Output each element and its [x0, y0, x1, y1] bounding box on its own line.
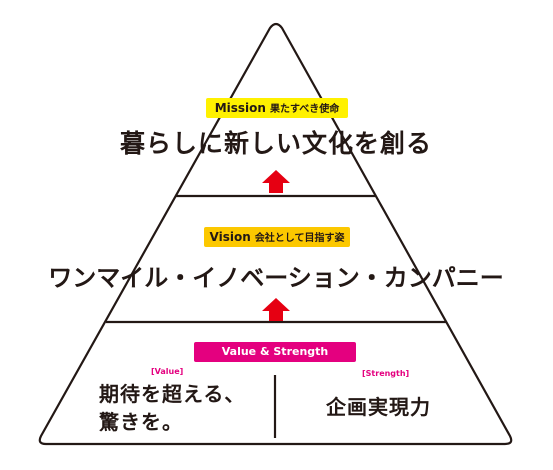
vision-statement: ワンマイル・イノベーション・カンパニー	[48, 264, 504, 292]
vision-tag-en: Vision	[209, 230, 251, 244]
value-label: [Value]	[151, 367, 184, 376]
strength-label: [Strength]	[362, 369, 410, 378]
value-text: 期待を超える、 驚きを。	[99, 382, 246, 434]
arrow-up-icon	[262, 170, 290, 193]
pyramid-triangle	[38, 22, 513, 446]
vision-tag-jp: 会社として目指す姿	[254, 233, 345, 244]
arrow-up-icon	[262, 298, 290, 321]
mission-tag-en: Mission	[214, 101, 266, 115]
mission-tag-jp: 果たすべき使命	[269, 104, 340, 115]
strength-text: 企画実現力	[326, 395, 431, 419]
value-strength-tag: Value & Strength	[194, 342, 356, 362]
mission-statement: 暮らしに新しい文化を創る	[119, 129, 432, 158]
